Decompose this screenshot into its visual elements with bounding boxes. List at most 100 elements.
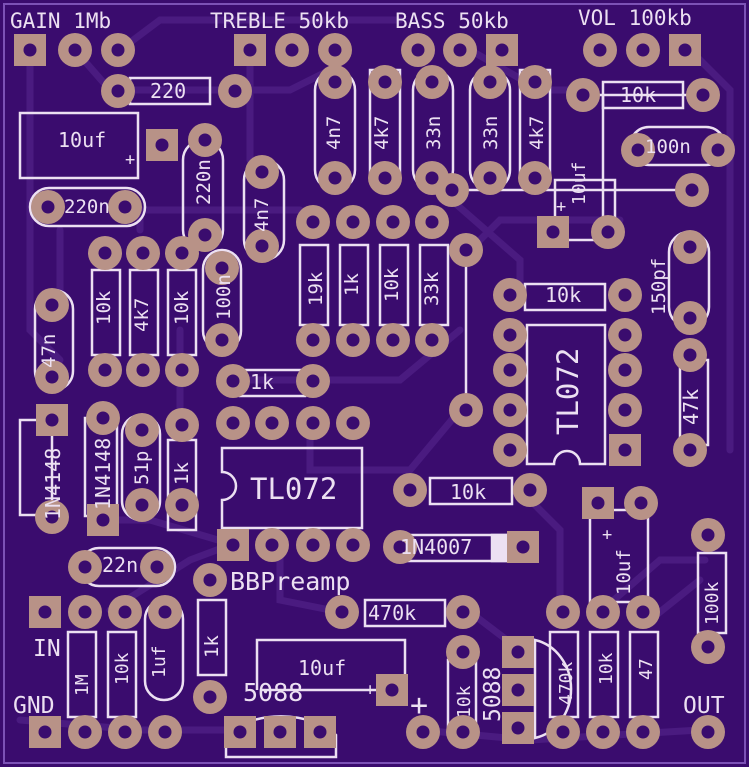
square-pad bbox=[304, 716, 336, 748]
round-pad bbox=[493, 353, 527, 387]
polarity-mark: + bbox=[365, 680, 375, 700]
r19k-label: 19k bbox=[305, 271, 327, 306]
round-pad bbox=[140, 550, 174, 584]
round-pad bbox=[35, 360, 69, 394]
square-pad bbox=[36, 404, 68, 436]
c10uf-b-body bbox=[553, 178, 617, 242]
round-pad bbox=[336, 205, 370, 239]
supply-plus-label: + bbox=[410, 688, 428, 723]
round-pad bbox=[165, 408, 199, 442]
round-pad bbox=[376, 323, 410, 357]
solder-pads bbox=[14, 33, 735, 749]
r470k-b-label: 470k bbox=[556, 661, 577, 705]
c10uf-d-body bbox=[255, 638, 407, 692]
round-pad bbox=[566, 78, 600, 112]
round-pad bbox=[415, 205, 449, 239]
c10uf-d-label: 10uf bbox=[298, 656, 346, 680]
c100n-a-label: 100n bbox=[645, 136, 691, 158]
round-pad bbox=[68, 550, 102, 584]
c10uf-a-body bbox=[18, 111, 140, 180]
output-label: OUT bbox=[683, 693, 725, 719]
r10k-a-label: 10k bbox=[381, 267, 403, 302]
board-name: BBPreamp bbox=[230, 567, 350, 596]
c4n7-a-label: 4n7 bbox=[323, 116, 345, 150]
round-pad bbox=[673, 230, 707, 264]
round-pad bbox=[608, 318, 642, 352]
c33n-a-label: 33n bbox=[423, 116, 445, 150]
round-pad bbox=[205, 323, 239, 357]
round-pad bbox=[255, 528, 289, 562]
ic-u1-label: TL072 bbox=[250, 472, 337, 506]
round-pad bbox=[473, 161, 507, 195]
round-pad bbox=[318, 161, 352, 195]
round-pad bbox=[68, 715, 102, 749]
bass-pot-pad bbox=[443, 33, 477, 67]
round-pad bbox=[165, 353, 199, 387]
c47n-label: 47n bbox=[38, 334, 60, 368]
round-pad bbox=[336, 323, 370, 357]
round-pad bbox=[336, 528, 370, 562]
round-pad bbox=[446, 715, 480, 749]
ic-u1-outline bbox=[220, 446, 364, 530]
bass-pot-pad bbox=[401, 33, 435, 67]
round-pad bbox=[518, 161, 552, 195]
c1uf-label: 1uf bbox=[149, 645, 170, 678]
round-pad bbox=[126, 236, 160, 270]
round-pad bbox=[35, 500, 69, 534]
c220n-a-label: 220n bbox=[64, 196, 110, 218]
c22n-label: 22n bbox=[102, 553, 138, 577]
round-pad bbox=[245, 229, 279, 263]
r1k-d-body bbox=[196, 598, 228, 677]
r470k-a-body bbox=[363, 598, 447, 628]
r47-label: 47 bbox=[636, 658, 657, 680]
square-pad bbox=[146, 129, 178, 161]
r4k7-c-label: 4k7 bbox=[131, 298, 153, 332]
square-pad bbox=[376, 674, 408, 706]
round-pad bbox=[406, 715, 440, 749]
round-pad bbox=[68, 595, 102, 629]
round-pad bbox=[673, 433, 707, 467]
r10k-right-label: 10k bbox=[545, 283, 581, 307]
bass-pot-label: BASS 50kb bbox=[395, 9, 509, 33]
round-pad bbox=[193, 563, 227, 597]
round-pad bbox=[188, 123, 222, 157]
round-pad bbox=[518, 65, 552, 99]
round-pad bbox=[325, 595, 359, 629]
round-pad bbox=[296, 364, 330, 398]
round-pad bbox=[383, 530, 417, 564]
r10k-mid-body bbox=[428, 476, 514, 506]
round-pad bbox=[216, 406, 250, 440]
c33n-b-label: 33n bbox=[480, 116, 502, 150]
r10k-e-label: 10k bbox=[454, 685, 475, 718]
round-pad bbox=[675, 173, 709, 207]
r10k-mid-label: 10k bbox=[450, 480, 486, 504]
gain-pot-pad bbox=[14, 34, 46, 66]
round-pad bbox=[701, 133, 735, 167]
round-pad bbox=[86, 401, 120, 435]
round-pad bbox=[621, 133, 655, 167]
round-pad bbox=[513, 473, 547, 507]
round-pad bbox=[218, 74, 252, 108]
c100n-b-label: 100n bbox=[213, 274, 235, 320]
r10k-d-label: 10k bbox=[112, 652, 133, 685]
square-pad bbox=[502, 674, 534, 706]
square-pad bbox=[537, 216, 569, 248]
input-label: IN bbox=[33, 636, 61, 662]
r10k-top-label: 10k bbox=[620, 83, 656, 107]
c220n-b-label: 220n bbox=[193, 159, 215, 205]
round-pad bbox=[586, 595, 620, 629]
round-pad bbox=[31, 190, 65, 224]
round-pad bbox=[415, 65, 449, 99]
round-pad bbox=[318, 65, 352, 99]
vol-pot-pad bbox=[626, 33, 660, 67]
round-pad bbox=[673, 301, 707, 335]
r10k-top-body bbox=[601, 80, 685, 110]
round-pad bbox=[415, 323, 449, 357]
round-pad bbox=[148, 595, 182, 629]
round-pad bbox=[368, 161, 402, 195]
round-pad bbox=[493, 433, 527, 467]
r47k-label: 47k bbox=[679, 389, 703, 425]
square-pad bbox=[502, 636, 534, 668]
round-pad bbox=[296, 406, 330, 440]
